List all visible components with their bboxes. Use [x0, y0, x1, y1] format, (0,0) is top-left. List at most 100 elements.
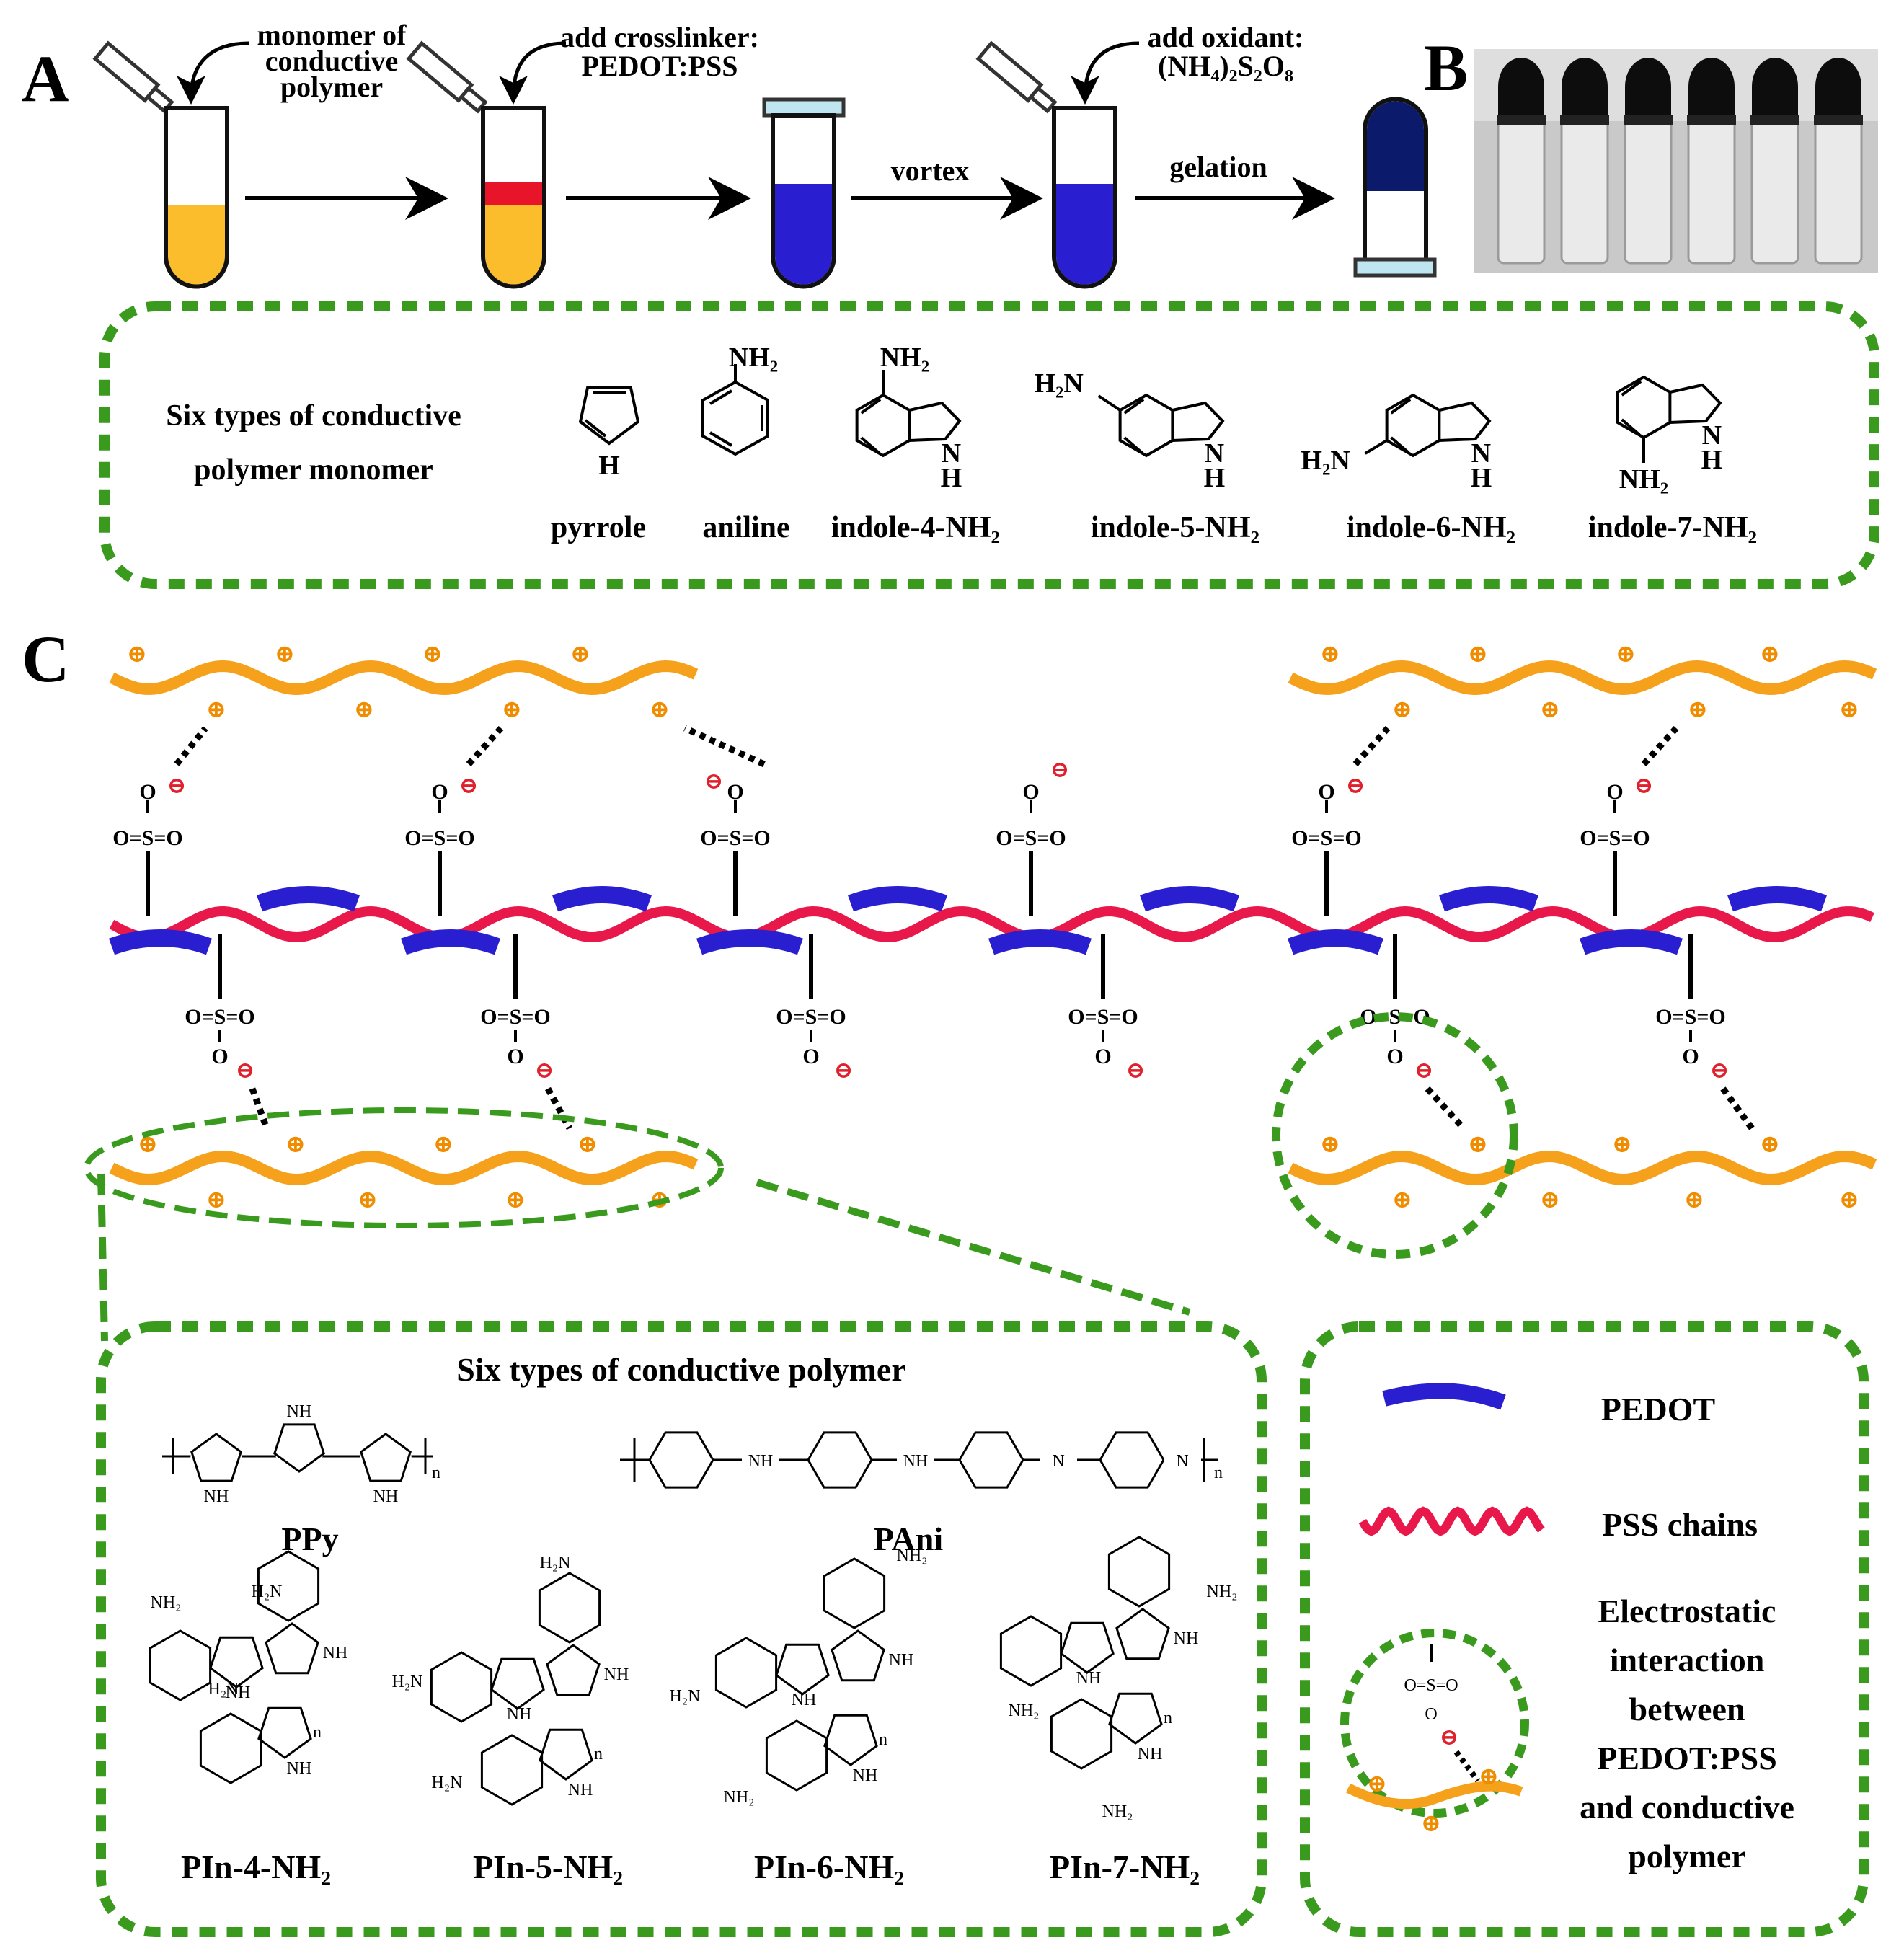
- monomer-name: pyrrole: [551, 511, 646, 544]
- polymer-box-title: Six types of conductive polymer: [456, 1351, 906, 1388]
- oxidant-label: add oxidant: (NH₄)₂S₂O₈: [1148, 21, 1304, 82]
- crosslinker-pointer-arrow: [499, 41, 567, 105]
- sulfonate-group: O=S=OO⊖: [112, 726, 208, 916]
- indole-n: N: [942, 438, 961, 469]
- panel-label-a: A: [22, 42, 69, 115]
- indole-n: N: [1205, 438, 1224, 469]
- indole-amine: H₂N: [1301, 446, 1350, 476]
- pss-chain: [109, 906, 1874, 943]
- pin-nh: NH: [604, 1665, 629, 1684]
- monomer-name: indole-7-NH₂: [1588, 511, 1757, 544]
- monomer-box: [99, 301, 1879, 589]
- tube-oxidant: [975, 40, 1117, 289]
- negative-charge: ⊖: [1050, 756, 1070, 782]
- pin-n: n: [313, 1723, 322, 1742]
- ppy-n: n: [432, 1464, 440, 1482]
- legend-positive: ⊕: [1367, 1771, 1388, 1797]
- monomer-name: indole-6-NH₂: [1347, 511, 1515, 544]
- legend-interaction-swatch: O=S=OO⊖⊕⊕⊕: [1340, 1629, 1529, 1837]
- ppy-nh: NH: [287, 1402, 312, 1421]
- positive-charge: ⊕: [1392, 1187, 1413, 1213]
- positive-charge: ⊕: [650, 696, 670, 723]
- polymer-name-pin4: PIn-4-NH₂: [181, 1849, 331, 1885]
- sulfonate-label: O=S=O: [404, 826, 475, 850]
- legend-pedot-swatch: [1382, 1383, 1506, 1410]
- legend-interaction-label: Electrostatic interaction between PEDOT:…: [1580, 1593, 1794, 1874]
- polymer-box: [96, 1321, 1267, 1937]
- oxygen-label: O: [802, 1045, 819, 1068]
- zoom-ellipse: [84, 1107, 724, 1228]
- sulfonate-group: O=S=OO⊖: [404, 725, 504, 916]
- pin-amine: NH₂: [1102, 1802, 1133, 1821]
- positive-charge: ⊕: [433, 1131, 454, 1158]
- negative-charge: ⊖: [1414, 1057, 1434, 1083]
- pin-amine: NH₂: [896, 1546, 927, 1565]
- positive-charge: ⊕: [1616, 641, 1637, 668]
- indole-4-nh2-structure: [855, 370, 962, 458]
- sulfonate-group: O=S=OO⊖: [1655, 934, 1755, 1130]
- interaction-circle: [1272, 1012, 1518, 1259]
- indole-h: H: [1471, 463, 1492, 493]
- pin-amine: NH₂: [150, 1593, 181, 1612]
- indole-7-nh2-structure: [1616, 375, 1722, 463]
- svg-text:add oxidant:: add oxidant:: [1148, 21, 1304, 53]
- positive-charge: ⊕: [1540, 1187, 1561, 1213]
- sulfonate-label: O=S=O: [185, 1005, 255, 1029]
- positive-charge: ⊕: [354, 696, 375, 723]
- electrostatic-link: [683, 725, 766, 768]
- tube-mixed: [762, 97, 846, 289]
- pedot-segment: [108, 929, 213, 955]
- positive-charge: ⊕: [570, 641, 591, 668]
- positive-charge: ⊕: [285, 1131, 306, 1158]
- pin-amine: H₂N: [208, 1680, 239, 1699]
- svg-text:between: between: [1629, 1691, 1745, 1727]
- sulfonate-group: O=S=OO⊖: [480, 934, 572, 1130]
- pin-amine: H₂N: [251, 1582, 282, 1601]
- legend-pss-swatch: [1358, 1506, 1545, 1536]
- svg-text:interaction: interaction: [1610, 1642, 1765, 1678]
- positive-charge: ⊕: [502, 696, 523, 723]
- indole-n: N: [1702, 420, 1722, 451]
- aniline-nh2: NH₂: [729, 342, 778, 373]
- zoom-line-right: [756, 1179, 1191, 1316]
- positive-charge: ⊕: [275, 641, 296, 668]
- pani-nitrogen: NH: [748, 1452, 774, 1471]
- negative-charge: ⊖: [1710, 1057, 1730, 1083]
- sulfonate-label: O=S=O: [480, 1005, 551, 1029]
- pani-nitrogen: NH: [903, 1452, 929, 1471]
- pedot-segment: [256, 886, 360, 912]
- pin-nh: NH: [507, 1705, 532, 1724]
- polymer-name-pin5: PIn-5-NH₂: [473, 1849, 623, 1885]
- negative-charge: ⊖: [1634, 772, 1654, 798]
- pedot-segment: [847, 886, 948, 912]
- oxygen-label: O: [1318, 780, 1334, 804]
- svg-text:Electrostatic: Electrostatic: [1598, 1593, 1776, 1629]
- conductive-polymer-chain: [109, 660, 699, 696]
- indole-n: N: [1471, 438, 1491, 469]
- pin-nh: NH: [1138, 1745, 1163, 1763]
- svg-text:polymer: polymer: [280, 71, 383, 103]
- pedot-segment: [1139, 886, 1240, 912]
- pin-nh: NH: [792, 1691, 817, 1709]
- tube-crosslinker: [406, 40, 546, 289]
- negative-charge: ⊖: [704, 768, 724, 794]
- sulfonate-group: O=S=OO⊖: [185, 934, 270, 1130]
- positive-charge: ⊕: [1839, 1187, 1860, 1213]
- positive-charge: ⊕: [1612, 1131, 1633, 1158]
- negative-charge: ⊖: [535, 1057, 554, 1083]
- positive-charge: ⊕: [206, 1187, 227, 1213]
- pin-n: n: [594, 1745, 603, 1763]
- oxygen-label: O: [431, 780, 448, 804]
- zoom-line-left: [97, 1173, 108, 1342]
- legend-pss-label: PSS chains: [1602, 1506, 1758, 1543]
- svg-text:(NH₄)₂S₂O₈: (NH₄)₂S₂O₈: [1158, 50, 1293, 82]
- sulfonate-label: O=S=O: [1068, 1005, 1138, 1029]
- pani-nitrogen: N: [1176, 1452, 1188, 1471]
- positive-charge: ⊕: [1392, 696, 1413, 723]
- monomer-pointer-arrow: [177, 41, 249, 105]
- pin-nh: NH: [323, 1644, 348, 1663]
- sulfonate-label: O=S=O: [1360, 1005, 1430, 1029]
